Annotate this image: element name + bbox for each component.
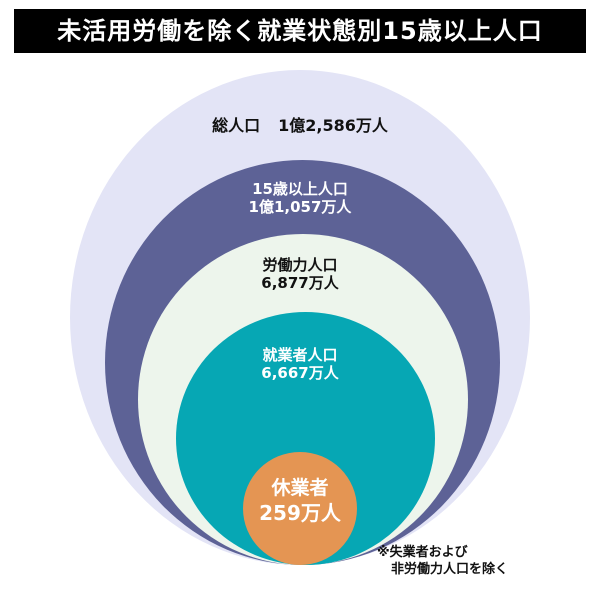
age15-plus-value: 1億1,057万人 xyxy=(248,198,352,216)
absent-workers-circle xyxy=(243,452,357,565)
absent-workers-label-group: 休業者 259万人 xyxy=(243,477,357,526)
absent-workers-label: 休業者 xyxy=(271,477,329,499)
footnote-line-1: ※失業者および xyxy=(377,545,468,560)
labor-force-value: 6,877万人 xyxy=(261,274,339,292)
page-title: 未活用労働を除く就業状態別15歳以上人口 xyxy=(14,9,586,53)
age15-plus-label: 15歳以上人口 xyxy=(252,180,348,198)
labor-force-label: 労働力人口 xyxy=(262,256,338,274)
absent-workers-value: 259万人 xyxy=(259,500,341,525)
total-population-label: 総人口 xyxy=(212,116,261,135)
total-population-value: 1億2,586万人 xyxy=(278,116,388,135)
age15-plus-label-group: 15歳以上人口 1億1,057万人 xyxy=(200,180,400,216)
labor-force-label-group: 労働力人口 6,877万人 xyxy=(200,256,400,292)
employed-label-group: 就業者人口 6,667万人 xyxy=(200,346,400,382)
employed-value: 6,667万人 xyxy=(261,364,339,382)
employed-label: 就業者人口 xyxy=(262,346,338,364)
total-population-line: 総人口 1億2,586万人 xyxy=(150,116,450,135)
footnote-line-2: 非労働力人口を除く xyxy=(391,561,509,577)
footnote: ※失業者および 非労働力人口を除く xyxy=(377,545,597,579)
total-population-label-group: 総人口 1億2,586万人 xyxy=(150,116,450,135)
